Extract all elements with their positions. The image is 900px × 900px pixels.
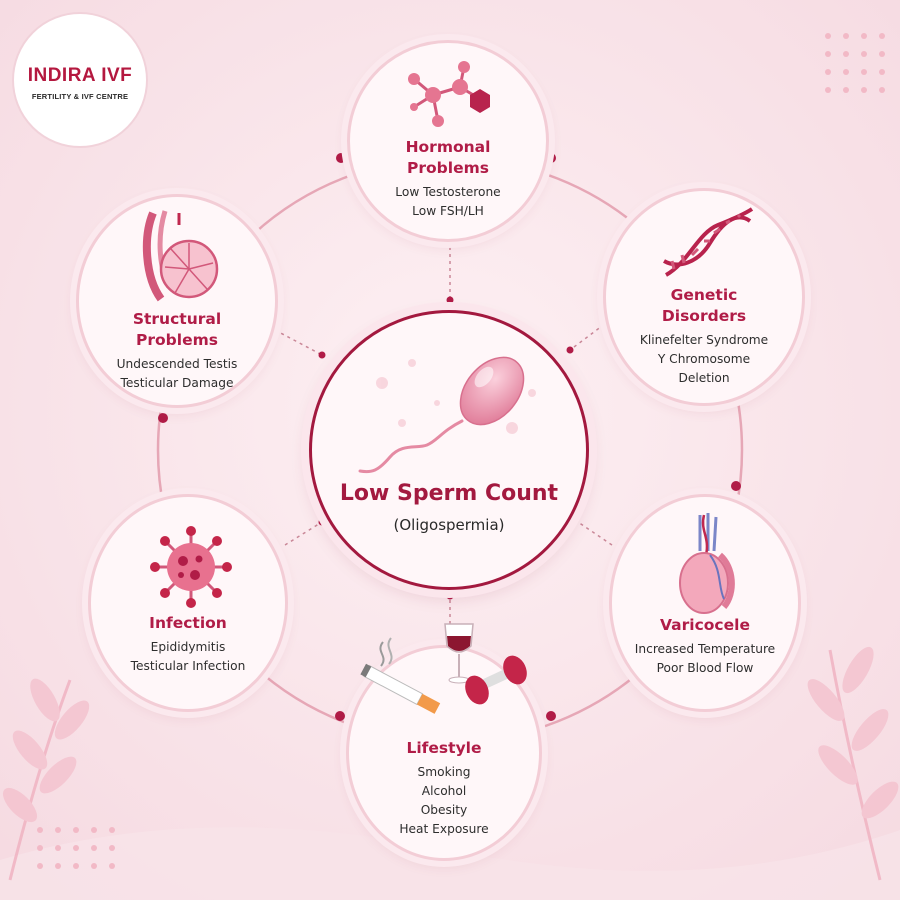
lifestyle-item-2: Alcohol [421, 784, 467, 798]
structural-title-2: Problems [136, 331, 218, 349]
varicocele-title: Varicocele [660, 616, 750, 634]
node-varicocele: Varicocele Increased Temperature Poor Bl… [609, 494, 801, 712]
testis-veins-icon [679, 513, 735, 614]
hormonal-title-2: Problems [407, 159, 489, 177]
node-genetic: Genetic Disorders Klinefelter Syndrome Y… [603, 188, 805, 406]
molecule-icon [408, 61, 490, 127]
infection-title: Infection [149, 614, 227, 632]
hormonal-title-1: Hormonal [405, 138, 491, 156]
brand-logo: INDIRA IVF FERTILITY & IVF CENTRE [12, 12, 148, 148]
genetic-item-1: Klinefelter Syndrome [639, 333, 769, 347]
sperm-cell-icon [358, 356, 536, 474]
cigarette-wine-dumbbell-icon [360, 623, 527, 714]
connectors [274, 240, 613, 645]
structural-title-1: Structural [132, 310, 222, 328]
hormonal-item-1: Low Testosterone [395, 185, 501, 199]
virus-icon [150, 526, 232, 608]
node-lifestyle: Lifestyle Smoking Alcohol Obesity Heat E… [346, 623, 542, 861]
varicocele-item-2: Poor Blood Flow [656, 661, 754, 675]
dot-pattern-top-right [825, 33, 885, 93]
node-infection: Infection Epididymitis Testicular Infect… [88, 494, 288, 712]
infection-item-2: Testicular Infection [130, 659, 246, 673]
ring-dots [158, 153, 741, 721]
testis-anatomy-icon [142, 210, 219, 302]
genetic-title-2: Disorders [661, 307, 747, 325]
brand-tagline: FERTILITY & IVF CENTRE [31, 92, 129, 101]
structural-item-2: Testicular Damage [120, 376, 234, 390]
node-structural: Structural Problems Undescended Testis T… [76, 194, 278, 408]
lifestyle-item-4: Heat Exposure [399, 822, 489, 836]
genetic-item-2: Y Chromosome [657, 352, 751, 366]
genetic-item-3: Deletion [678, 371, 730, 385]
structural-item-1: Undescended Testis [116, 357, 238, 371]
varicocele-item-1: Increased Temperature [634, 642, 776, 656]
leaf-decoration-left [2, 678, 90, 881]
center-subtitle: (Oligospermia) [393, 516, 505, 534]
genetic-title-1: Genetic [670, 286, 738, 304]
lifestyle-item-1: Smoking [417, 765, 471, 779]
infection-item-1: Epididymitis [150, 640, 226, 654]
dot-pattern-bottom-left [37, 827, 115, 869]
node-hormonal: Hormonal Problems Low Testosterone Low F… [347, 40, 549, 242]
center-title: Low Sperm Count [339, 481, 559, 506]
brand-name: INDIRA IVF [27, 65, 133, 86]
hormonal-item-2: Low FSH/LH [412, 204, 484, 218]
leaf-decoration-right [807, 646, 899, 881]
central-node: Low Sperm Count (Oligospermia) [309, 310, 589, 590]
dna-icon [663, 207, 754, 277]
lifestyle-title: Lifestyle [406, 739, 482, 757]
lifestyle-item-3: Obesity [420, 803, 468, 817]
